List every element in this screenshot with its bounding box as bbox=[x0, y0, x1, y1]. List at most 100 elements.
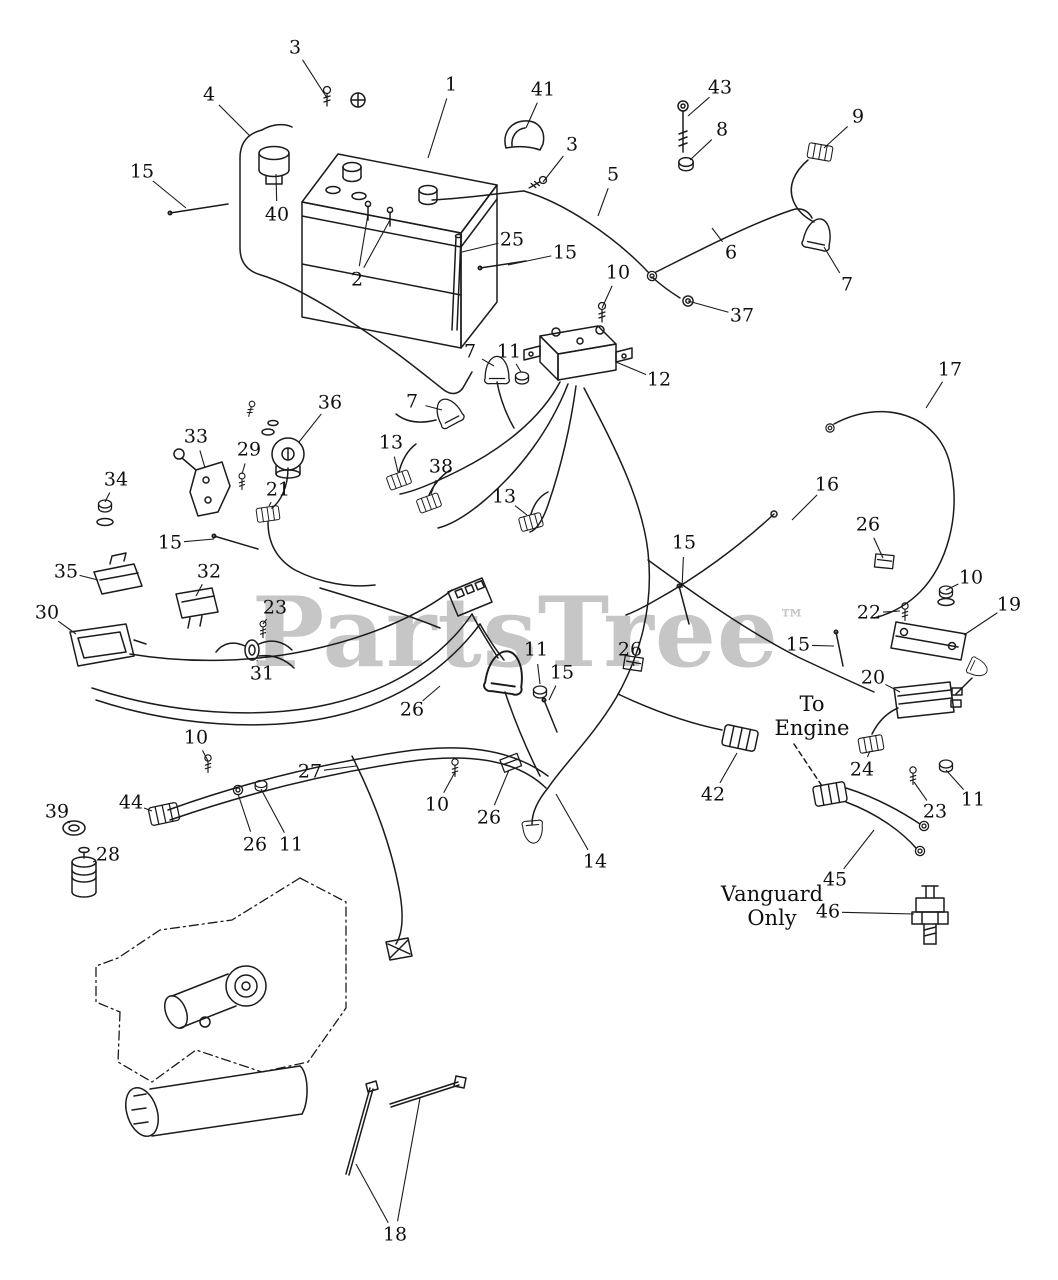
callout-9: 9 bbox=[851, 105, 865, 128]
connector-13a bbox=[385, 443, 417, 491]
terminal-boot bbox=[504, 120, 545, 151]
battery-hold-down bbox=[239, 123, 473, 395]
connector-24 bbox=[857, 733, 885, 755]
screw-23-left bbox=[259, 620, 267, 639]
cable-ties bbox=[345, 1075, 467, 1176]
callout-26: 26 bbox=[242, 833, 268, 856]
callout-44: 44 bbox=[118, 791, 144, 814]
callout-14: 14 bbox=[582, 850, 608, 873]
engine-ghost bbox=[95, 877, 347, 1083]
connector-42 bbox=[720, 723, 823, 787]
callout-15: 15 bbox=[671, 531, 697, 554]
callout-35: 35 bbox=[53, 560, 79, 583]
switch-46 bbox=[911, 885, 949, 945]
callout-12: 12 bbox=[646, 368, 672, 391]
callout-29: 29 bbox=[236, 438, 262, 461]
callout-20: 20 bbox=[860, 666, 886, 689]
callout-39: 39 bbox=[44, 800, 70, 823]
wire-27 bbox=[351, 755, 413, 961]
callout-3: 3 bbox=[288, 36, 302, 59]
callout-32: 32 bbox=[196, 560, 222, 583]
callout-23: 23 bbox=[262, 596, 288, 619]
callout-26: 26 bbox=[476, 806, 502, 829]
module-19 bbox=[890, 621, 967, 661]
boot-7-left bbox=[430, 393, 467, 431]
callout-31: 31 bbox=[249, 662, 275, 685]
callout-5: 5 bbox=[606, 163, 620, 186]
watermark-text: PartsTree bbox=[252, 576, 779, 689]
callout-18: 18 bbox=[382, 1223, 408, 1246]
callout-15: 15 bbox=[129, 160, 155, 183]
callout-15: 15 bbox=[552, 241, 578, 264]
callout-15: 15 bbox=[785, 633, 811, 656]
screw-top-right bbox=[526, 174, 549, 192]
callout-36: 36 bbox=[317, 391, 343, 414]
nut-10-right bbox=[937, 585, 955, 607]
callout-10: 10 bbox=[424, 793, 450, 816]
callout-24: 24 bbox=[849, 758, 875, 781]
callout-21: 21 bbox=[265, 478, 291, 501]
callout-11: 11 bbox=[278, 833, 304, 856]
callout-3: 3 bbox=[565, 133, 579, 156]
watermark-tm: ™ bbox=[778, 605, 805, 635]
callout-23: 23 bbox=[922, 800, 948, 823]
ignition-coil-20 bbox=[871, 655, 991, 735]
relay-35 bbox=[93, 552, 143, 595]
callout-15: 15 bbox=[549, 661, 575, 684]
callout-40: 40 bbox=[264, 203, 290, 226]
ground-wires bbox=[167, 747, 549, 821]
battery-cables bbox=[395, 190, 813, 429]
callout-34: 34 bbox=[103, 468, 129, 491]
annotation-vanguard-only: Vanguard Only bbox=[720, 881, 824, 930]
callout-38: 38 bbox=[428, 455, 454, 478]
grommet-31 bbox=[215, 639, 295, 669]
callout-30: 30 bbox=[34, 601, 60, 624]
wire-16 bbox=[625, 510, 778, 616]
callout-22: 22 bbox=[856, 601, 882, 624]
callout-10: 10 bbox=[958, 566, 984, 589]
callout-11: 11 bbox=[523, 638, 549, 661]
screw-top-left bbox=[322, 85, 366, 108]
callout-11: 11 bbox=[960, 788, 986, 811]
connector-9 bbox=[790, 141, 834, 223]
boot-7-right bbox=[800, 215, 836, 253]
starter-solenoid bbox=[514, 301, 633, 385]
nut-11-right bbox=[938, 759, 954, 773]
callout-37: 37 bbox=[729, 304, 755, 327]
callout-19: 19 bbox=[996, 593, 1022, 616]
connector-45 bbox=[811, 780, 930, 857]
nut-34 bbox=[96, 499, 114, 527]
callout-28: 28 bbox=[95, 843, 121, 866]
callout-10: 10 bbox=[183, 726, 209, 749]
bolt-43 bbox=[677, 100, 689, 153]
relay-32 bbox=[175, 587, 219, 629]
callout-11: 11 bbox=[496, 340, 522, 363]
callout-16: 16 bbox=[814, 473, 840, 496]
callout-8: 8 bbox=[715, 118, 729, 141]
callout-7: 7 bbox=[463, 340, 477, 363]
crankshaft-cylinder bbox=[125, 1065, 308, 1137]
callout-15: 15 bbox=[157, 531, 183, 554]
callout-43: 43 bbox=[707, 76, 733, 99]
starter-motor bbox=[164, 965, 267, 1029]
connector-44 bbox=[147, 801, 181, 827]
watermark: PartsTree™ bbox=[252, 576, 805, 689]
wiring-harness bbox=[319, 381, 875, 845]
terminal-bolts bbox=[364, 200, 394, 227]
callout-4: 4 bbox=[202, 83, 216, 106]
connector-21 bbox=[255, 467, 376, 587]
connector-13b bbox=[517, 491, 549, 533]
callout-1: 1 bbox=[444, 73, 458, 96]
callout-13: 13 bbox=[378, 431, 404, 454]
nut-8 bbox=[678, 156, 694, 172]
screw-23-right bbox=[909, 766, 917, 786]
callout-41: 41 bbox=[530, 78, 556, 101]
wire-17 bbox=[825, 410, 955, 619]
callout-26: 26 bbox=[399, 698, 425, 721]
center-connector bbox=[447, 577, 541, 777]
module-30 bbox=[69, 623, 147, 667]
callout-42: 42 bbox=[700, 783, 726, 806]
callout-26: 26 bbox=[617, 638, 643, 661]
